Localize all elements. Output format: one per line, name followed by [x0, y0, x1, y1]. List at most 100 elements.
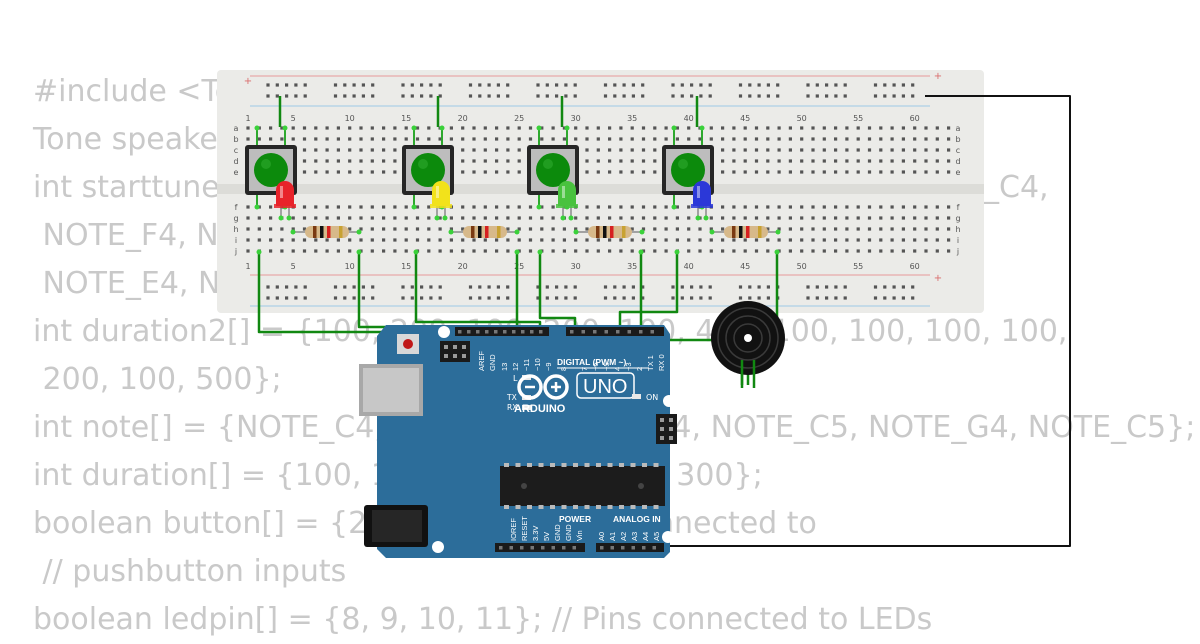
breadboard-hole — [246, 205, 250, 209]
rail-hole — [815, 296, 819, 300]
breadboard-hole — [913, 249, 917, 253]
breadboard-hole — [788, 227, 792, 231]
rail-hole — [748, 285, 752, 289]
rail-hole — [708, 296, 712, 300]
rail-hole — [873, 83, 878, 87]
breadboard-hole — [664, 249, 668, 253]
rail-hole — [401, 83, 405, 87]
header-pin — [616, 330, 620, 334]
breadboard-hole — [947, 126, 951, 130]
power-jack-inner — [372, 510, 422, 542]
rail-hole — [622, 94, 626, 98]
rail-hole — [776, 83, 780, 87]
breadboard-hole — [777, 205, 781, 209]
rail-hole — [401, 285, 405, 289]
breadboard-hole — [551, 227, 555, 231]
breadboard-hole — [528, 137, 533, 141]
breadboard-hole — [867, 205, 872, 209]
breadboard-hole — [834, 126, 838, 130]
breadboard-hole — [540, 227, 544, 231]
breadboard-hole — [348, 249, 352, 253]
breadboard-hole — [325, 249, 329, 253]
breadboard-hole — [314, 126, 318, 130]
breadboard-hole — [449, 227, 453, 231]
rail-hole — [410, 285, 414, 289]
rail-hole — [892, 296, 896, 300]
rail-hole — [911, 296, 915, 300]
code-line: int starttune — [33, 170, 220, 205]
resistor — [448, 226, 520, 238]
on-label: ON — [646, 393, 658, 402]
breadboard-hole — [280, 126, 284, 130]
breadboard-hole — [608, 238, 612, 242]
rail-hole — [680, 94, 684, 98]
breadboard-hole — [336, 216, 340, 220]
breadboard-hole — [302, 159, 307, 163]
breadboard-hole — [314, 216, 318, 220]
breadboard-hole — [517, 126, 521, 130]
pin-dot — [514, 229, 520, 235]
breadboard-hole — [540, 126, 544, 130]
breadboard-hole — [506, 249, 510, 253]
circuit-diagram: +++1155101015152020252530303535404045455… — [217, 70, 1071, 558]
rail-hole — [545, 285, 549, 289]
rail-hole — [843, 94, 847, 98]
rail-hole — [671, 296, 675, 300]
breadboard-hole — [415, 216, 420, 220]
breadboard-hole — [461, 249, 465, 253]
breadboard-hole — [947, 170, 951, 174]
rail-hole — [690, 83, 694, 87]
pin-dot — [537, 249, 543, 255]
breadboard-hole — [528, 205, 533, 209]
rail-hole — [748, 83, 752, 87]
breadboard-hole — [732, 126, 736, 130]
rail-hole — [478, 94, 482, 98]
breadboard-hole — [766, 216, 770, 220]
rail-hole — [410, 94, 414, 98]
pin-label: ~5 — [602, 362, 611, 371]
pin-label: A4 — [641, 532, 650, 541]
rail-hole — [603, 285, 608, 289]
breadboard-hole — [766, 249, 770, 253]
header-pin — [520, 546, 524, 550]
rail-hole — [883, 83, 887, 87]
pin-dot — [671, 204, 677, 210]
breadboard-hole — [822, 137, 826, 141]
chip-pin — [573, 505, 578, 509]
row-letter: g — [233, 214, 238, 223]
rail-hole — [275, 285, 279, 289]
breadboard: +++1155101015152020252530303535404045455… — [217, 70, 984, 313]
breadboard-hole — [856, 227, 860, 231]
breadboard-hole — [800, 205, 804, 209]
resistor-band — [732, 226, 736, 238]
breadboard-hole — [596, 159, 600, 163]
breadboard-hole — [811, 216, 815, 220]
header-pin — [458, 330, 462, 334]
breadboard-hole — [483, 205, 487, 209]
breadboard-hole — [596, 238, 600, 242]
breadboard-hole — [348, 170, 352, 174]
breadboard-hole — [856, 126, 860, 130]
led-highlight — [280, 186, 283, 198]
rail-hole — [496, 94, 500, 98]
rail-hole — [631, 296, 635, 300]
breadboard-hole — [483, 137, 487, 141]
breadboard-hole — [947, 249, 951, 253]
breadboard-hole — [359, 148, 363, 152]
breadboard-hole — [687, 126, 691, 130]
rail-hole — [555, 296, 559, 300]
breadboard-hole — [675, 137, 679, 141]
breadboard-hole — [641, 249, 646, 253]
rail-hole — [294, 285, 298, 289]
breadboard-hole — [924, 159, 928, 163]
pin-label: RESET — [520, 516, 529, 541]
rail-hole — [429, 83, 433, 87]
breadboard-hole — [766, 238, 770, 242]
resistor-band — [339, 226, 343, 238]
breadboard-hole — [257, 216, 261, 220]
breadboard-hole — [879, 238, 883, 242]
icsp-pin — [453, 354, 457, 358]
breadboard-hole — [415, 238, 420, 242]
breadboard-hole — [393, 249, 397, 253]
